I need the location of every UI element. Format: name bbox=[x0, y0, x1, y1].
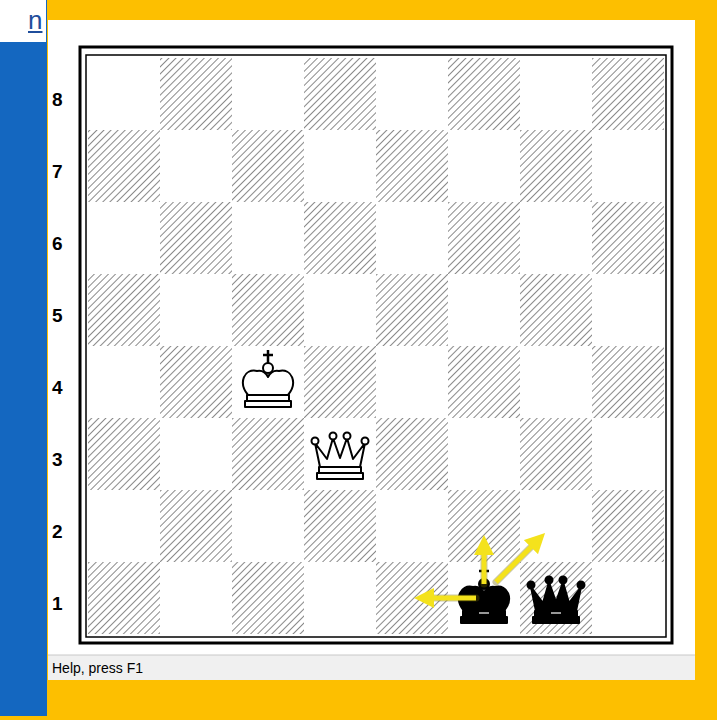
board-square bbox=[376, 274, 448, 346]
board-square bbox=[592, 418, 664, 490]
board-square bbox=[520, 202, 592, 274]
board-square bbox=[304, 418, 376, 490]
board-square bbox=[160, 418, 232, 490]
rank-number: 5 bbox=[52, 305, 63, 327]
board-square bbox=[232, 490, 304, 562]
board-square bbox=[592, 202, 664, 274]
black-queen bbox=[528, 577, 585, 624]
board-square bbox=[160, 562, 232, 634]
board-square bbox=[520, 346, 592, 418]
board-square bbox=[88, 490, 160, 562]
board-square bbox=[520, 562, 592, 634]
board-square bbox=[88, 130, 160, 202]
rank-number: 8 bbox=[52, 89, 63, 111]
board-square bbox=[88, 418, 160, 490]
board-square bbox=[376, 490, 448, 562]
white-king bbox=[243, 350, 293, 407]
move-arrow bbox=[424, 540, 538, 598]
board-square bbox=[376, 58, 448, 130]
board-square bbox=[88, 202, 160, 274]
rank-number: 1 bbox=[52, 593, 63, 615]
board-square bbox=[304, 490, 376, 562]
rank-number: 7 bbox=[52, 161, 63, 183]
board-square bbox=[592, 274, 664, 346]
board-square bbox=[304, 562, 376, 634]
board-square bbox=[592, 562, 664, 634]
board-square bbox=[520, 274, 592, 346]
board-square bbox=[592, 130, 664, 202]
rank-number: 3 bbox=[52, 449, 63, 471]
board-square bbox=[232, 418, 304, 490]
board-square bbox=[160, 490, 232, 562]
board-square bbox=[160, 274, 232, 346]
board-square bbox=[448, 346, 520, 418]
board-square bbox=[160, 58, 232, 130]
rank-number: 2 bbox=[52, 521, 63, 543]
tab-title: n bbox=[28, 5, 42, 36]
board-square bbox=[448, 202, 520, 274]
white-queen bbox=[312, 433, 369, 480]
board-square bbox=[520, 58, 592, 130]
board-square bbox=[592, 490, 664, 562]
board-square bbox=[376, 418, 448, 490]
board-square bbox=[232, 202, 304, 274]
board-square bbox=[520, 130, 592, 202]
board-square bbox=[592, 346, 664, 418]
board-square bbox=[448, 130, 520, 202]
board-square bbox=[160, 202, 232, 274]
board-square bbox=[88, 346, 160, 418]
board-square bbox=[376, 202, 448, 274]
board-square bbox=[304, 130, 376, 202]
board-square bbox=[232, 562, 304, 634]
board-square bbox=[448, 274, 520, 346]
board-square bbox=[232, 274, 304, 346]
board-square bbox=[376, 346, 448, 418]
board-square bbox=[88, 274, 160, 346]
board-square bbox=[304, 202, 376, 274]
board-square bbox=[232, 346, 304, 418]
board-square bbox=[88, 58, 160, 130]
board-square bbox=[160, 346, 232, 418]
rank-number: 6 bbox=[52, 233, 63, 255]
status-text: Help, press F1 bbox=[52, 660, 143, 676]
board-square bbox=[592, 58, 664, 130]
board-square bbox=[232, 130, 304, 202]
board-square bbox=[232, 58, 304, 130]
board-square bbox=[304, 274, 376, 346]
board-square bbox=[88, 562, 160, 634]
board-square bbox=[520, 418, 592, 490]
board-square bbox=[448, 58, 520, 130]
rank-number: 4 bbox=[52, 377, 63, 399]
board-square bbox=[448, 418, 520, 490]
board-square bbox=[376, 130, 448, 202]
board-square bbox=[304, 58, 376, 130]
board-square bbox=[160, 130, 232, 202]
board-square bbox=[304, 346, 376, 418]
